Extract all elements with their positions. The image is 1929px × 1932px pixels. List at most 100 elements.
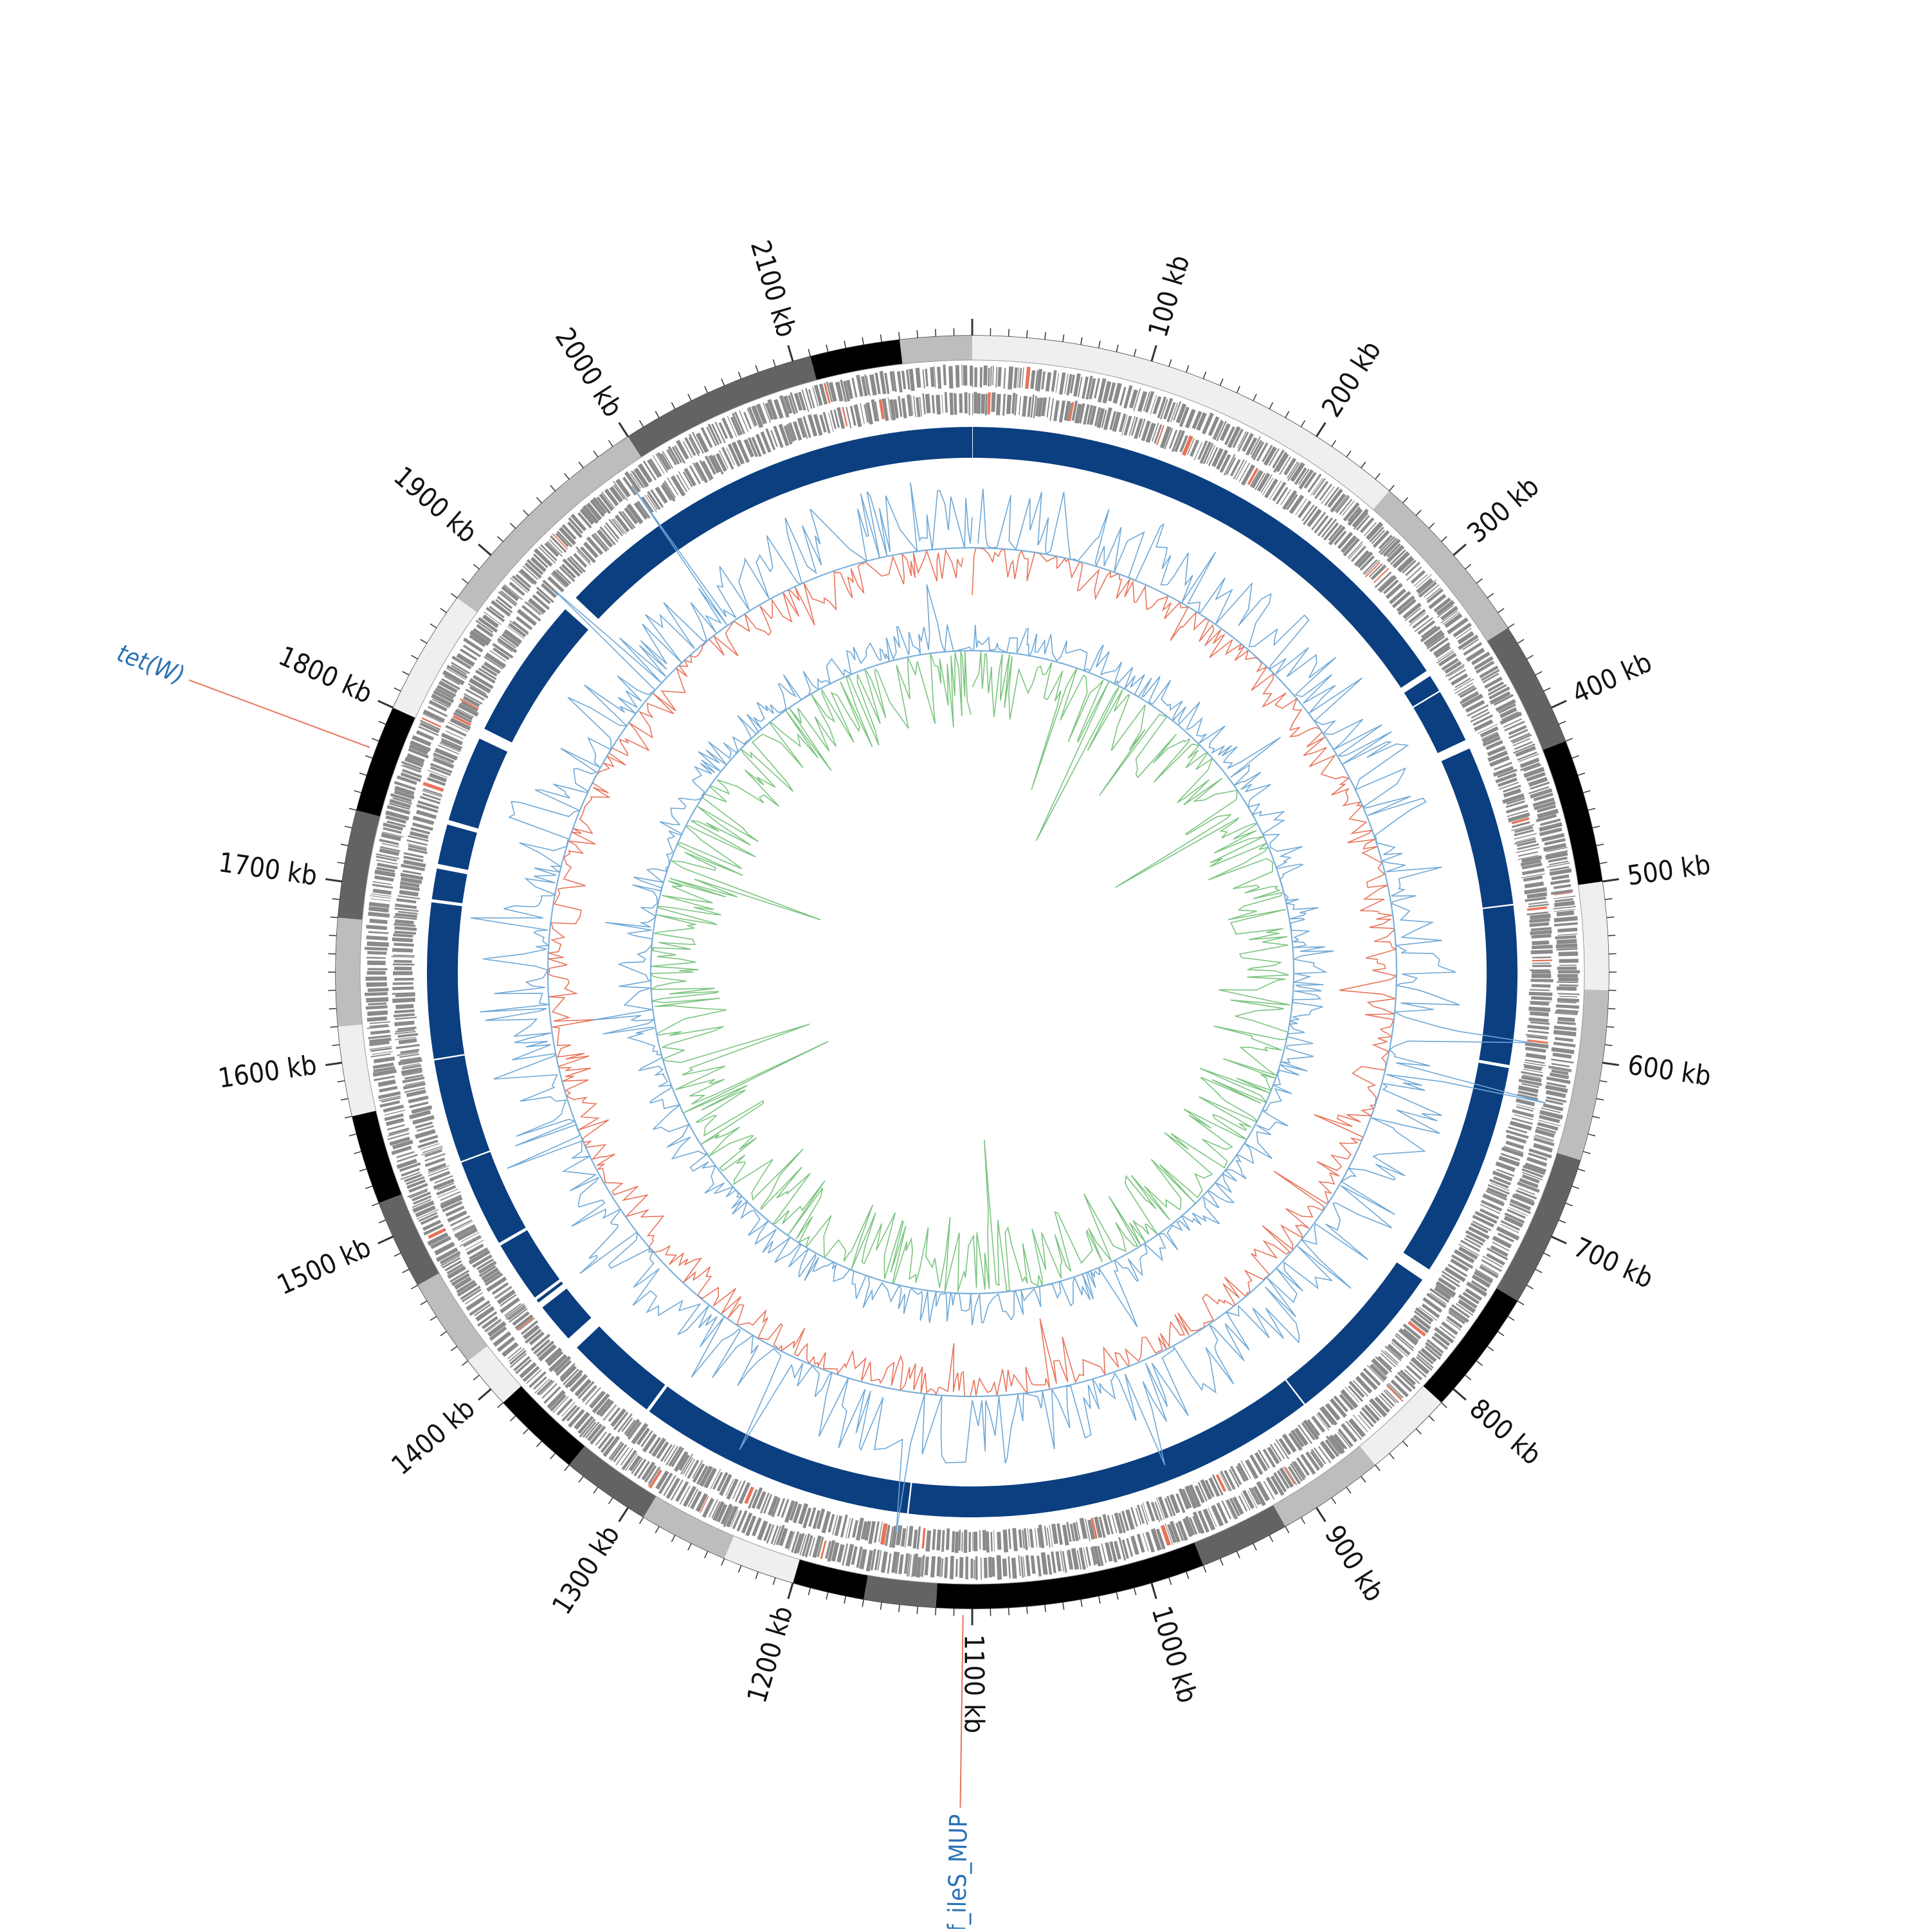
minor-tick xyxy=(498,536,503,541)
major-tick xyxy=(478,545,491,555)
gene xyxy=(950,393,954,415)
minor-tick xyxy=(394,688,401,691)
minor-tick xyxy=(341,1099,349,1100)
minor-tick xyxy=(1465,1375,1471,1380)
gc-content-track xyxy=(592,584,1334,1327)
gene xyxy=(983,1530,986,1551)
gene xyxy=(393,982,413,985)
gene xyxy=(1528,1030,1549,1034)
minor-tick xyxy=(1301,1517,1305,1524)
rna-gene xyxy=(1532,960,1552,962)
minor-tick xyxy=(1253,1543,1256,1550)
minor-tick xyxy=(1416,1429,1421,1434)
major-tick xyxy=(378,701,394,708)
minor-tick xyxy=(1429,1416,1435,1421)
major-tick xyxy=(1152,1583,1156,1599)
minor-tick xyxy=(721,1558,725,1566)
gene xyxy=(1019,1530,1022,1548)
gene xyxy=(517,609,537,626)
contig-block xyxy=(336,917,362,1026)
gene xyxy=(1553,1042,1576,1047)
gene xyxy=(936,395,941,415)
gene xyxy=(997,367,1001,386)
minor-tick xyxy=(1169,1578,1172,1585)
minor-tick xyxy=(462,1361,469,1366)
tick-label: 1000 kb xyxy=(1146,1603,1204,1707)
gene xyxy=(1532,971,1551,973)
annotation-label: Bbif_ileS_MUP xyxy=(942,1814,972,1929)
minor-tick xyxy=(880,334,882,342)
minor-tick xyxy=(1186,365,1189,372)
backbone-segment xyxy=(449,739,507,829)
tick-label: 900 kb xyxy=(1319,1520,1390,1607)
minor-tick xyxy=(359,1169,367,1171)
minor-tick xyxy=(655,1526,659,1533)
gene xyxy=(392,986,413,990)
minor-tick xyxy=(1134,349,1136,357)
gene xyxy=(959,1530,961,1550)
gene xyxy=(986,1531,989,1553)
gene xyxy=(897,371,903,392)
major-tick xyxy=(325,1063,342,1065)
gene xyxy=(961,365,963,386)
minor-tick xyxy=(1441,1402,1447,1407)
rna-gene xyxy=(988,392,991,414)
gc-content-negative xyxy=(651,651,1290,1292)
gene xyxy=(995,367,997,388)
gene xyxy=(835,1515,842,1536)
gene xyxy=(981,1558,982,1580)
gene xyxy=(366,925,387,930)
gene xyxy=(941,395,943,413)
tick-label: 1400 kb xyxy=(385,1393,480,1481)
gene xyxy=(965,1557,968,1579)
minor-tick xyxy=(862,1600,864,1607)
gene xyxy=(991,392,995,412)
minor-tick xyxy=(1600,862,1608,863)
gene xyxy=(367,935,388,941)
minor-tick xyxy=(421,1301,427,1305)
gene xyxy=(392,937,413,943)
gene xyxy=(366,997,388,1002)
gene xyxy=(932,395,935,413)
gene xyxy=(984,1558,988,1578)
gene xyxy=(1557,966,1577,970)
gene xyxy=(901,371,906,390)
gene xyxy=(997,1532,1001,1550)
minor-tick xyxy=(917,330,918,338)
gene xyxy=(1531,979,1553,982)
backbone-segment xyxy=(434,1056,489,1161)
major-tick xyxy=(619,1508,628,1522)
minor-tick xyxy=(808,349,810,357)
backbone-segment xyxy=(577,1326,665,1409)
major-tick xyxy=(1552,1236,1567,1243)
gene xyxy=(1530,989,1550,991)
minor-tick xyxy=(565,473,570,479)
gene xyxy=(394,1009,415,1013)
contig-block xyxy=(352,1111,402,1204)
gene xyxy=(1012,1528,1018,1551)
tick-label: 300 kb xyxy=(1461,471,1544,549)
gene xyxy=(1555,1037,1573,1042)
gene xyxy=(1557,986,1577,991)
minor-tick xyxy=(1099,341,1100,348)
gene xyxy=(1555,935,1576,940)
minor-tick xyxy=(721,379,725,386)
major-tick xyxy=(1316,422,1325,437)
gene xyxy=(393,964,415,966)
tick-label: 2000 kb xyxy=(549,322,629,422)
minor-tick xyxy=(430,1316,437,1320)
gene xyxy=(379,1086,397,1092)
minor-tick xyxy=(1578,1169,1585,1171)
minor-tick xyxy=(1301,420,1305,427)
gene xyxy=(1030,370,1035,389)
minor-tick xyxy=(1508,1316,1514,1320)
gene xyxy=(950,1556,954,1580)
minor-tick xyxy=(1487,593,1494,598)
minor-tick xyxy=(1592,826,1600,828)
major-tick xyxy=(1602,1063,1619,1065)
gene xyxy=(974,392,977,413)
gene xyxy=(394,1020,414,1026)
gene xyxy=(378,1079,396,1087)
minor-tick xyxy=(1517,640,1524,644)
gene xyxy=(993,1530,995,1551)
